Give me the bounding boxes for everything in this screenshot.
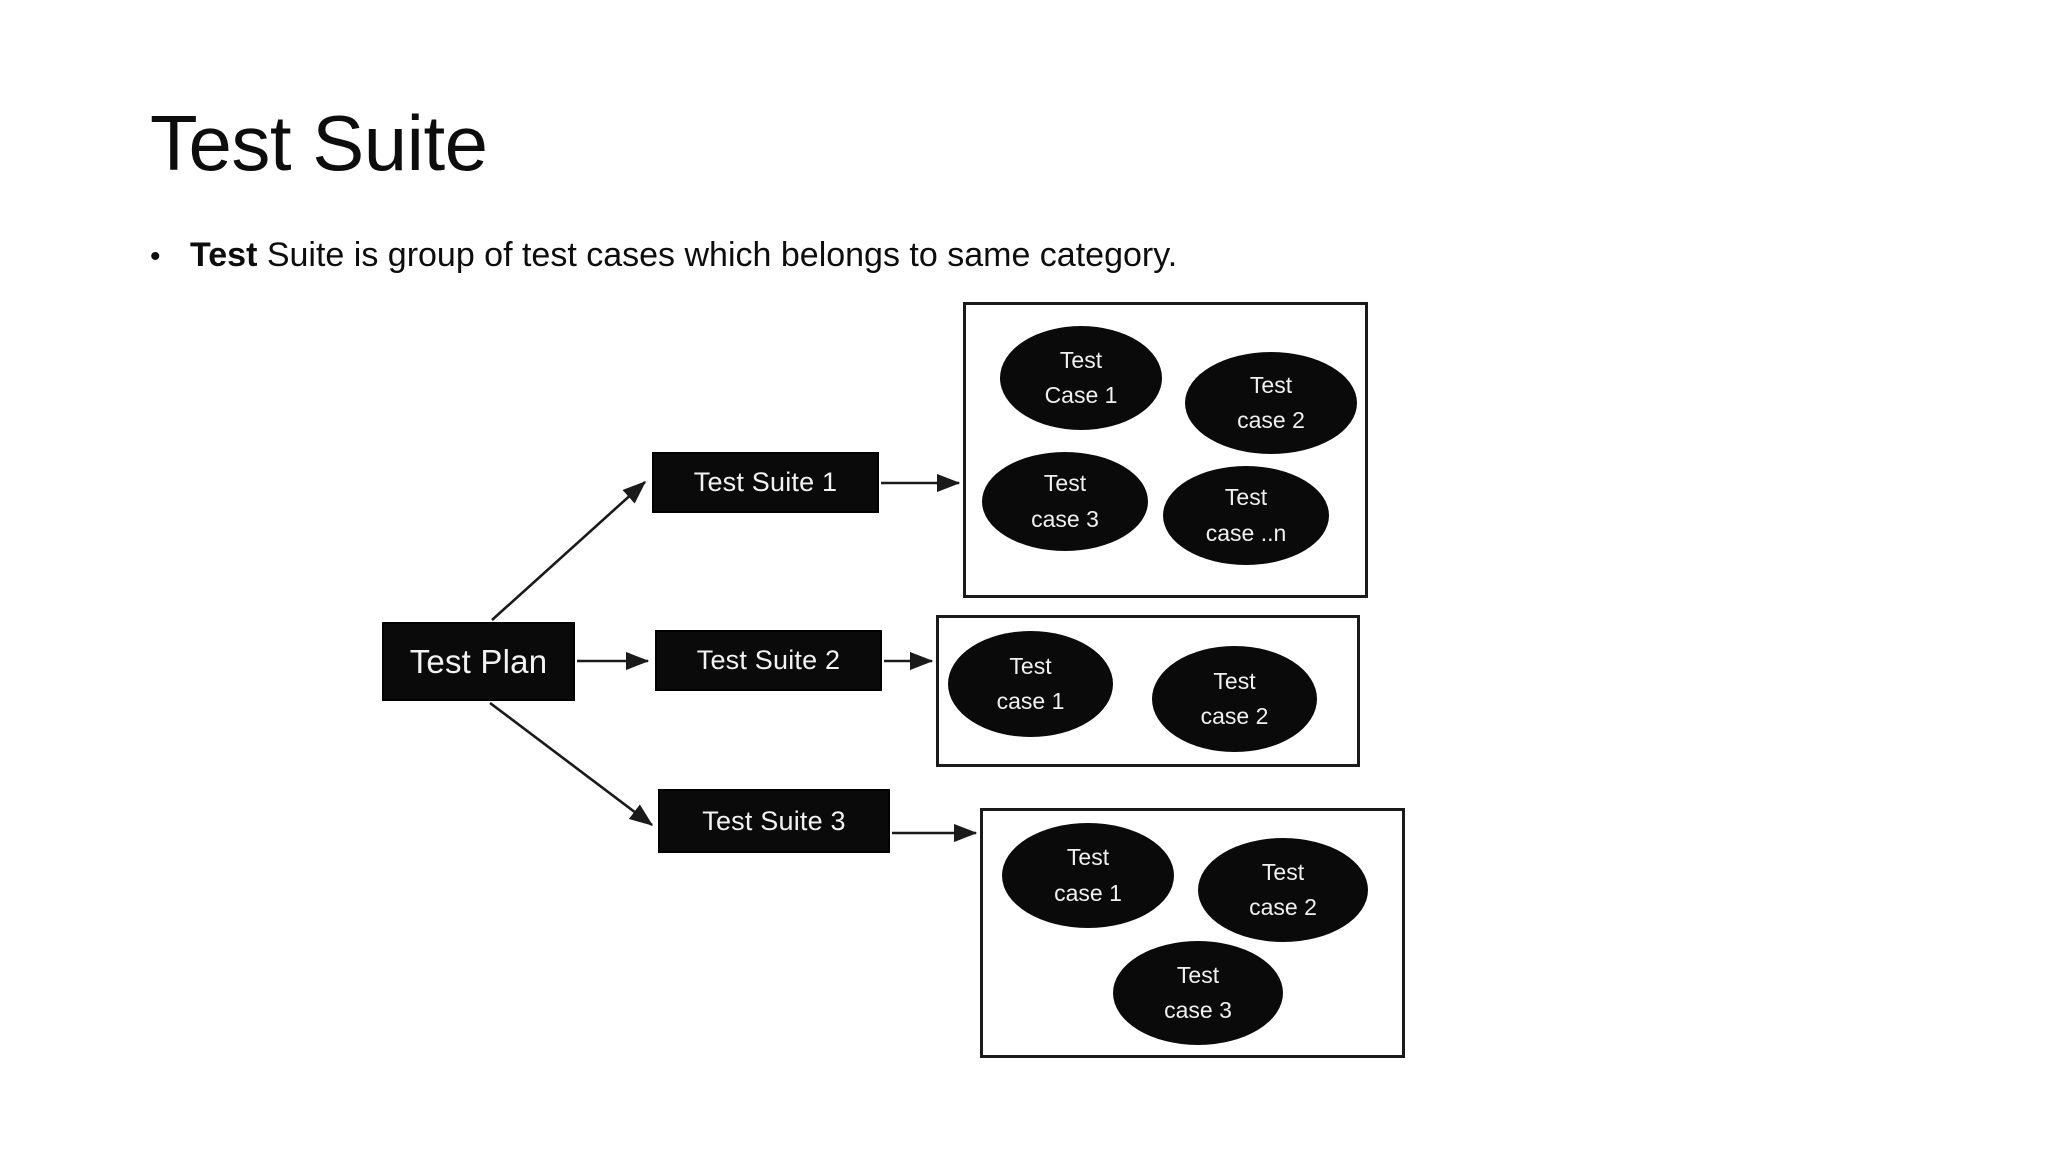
page-title: Test Suite bbox=[150, 99, 488, 187]
test-case-line2: case 1 bbox=[1054, 879, 1122, 906]
test-case-line1: Test bbox=[1059, 346, 1103, 373]
test-case-line2: case 2 bbox=[1237, 407, 1305, 433]
test-case-line1: Test bbox=[1224, 484, 1268, 511]
test-case-line2: case 3 bbox=[1031, 505, 1099, 532]
test-case-line2: Case 1 bbox=[1044, 382, 1118, 408]
test-case-line2: case 2 bbox=[1200, 703, 1269, 729]
test-case-line2: case 3 bbox=[1164, 997, 1232, 1023]
test-case-line2: case 2 bbox=[1249, 894, 1317, 920]
test-case-line1: Test bbox=[1176, 961, 1220, 988]
test-case-node[interactable]: Test case 2 bbox=[1152, 646, 1317, 752]
test-case-node[interactable]: Test case 3 bbox=[982, 452, 1148, 551]
connector-plan-to-suite3 bbox=[489, 701, 654, 827]
bullet-list-item: • Test Suite is group of test cases whic… bbox=[150, 236, 1178, 274]
test-case-node[interactable]: Test Case 1 bbox=[1000, 326, 1162, 430]
test-case-line1: Test bbox=[1249, 371, 1293, 398]
test-case-line2: case 1 bbox=[996, 688, 1065, 714]
test-case-node[interactable]: Test case 1 bbox=[948, 631, 1113, 737]
test-case-line2: case ..n bbox=[1205, 519, 1287, 546]
node-test-plan[interactable]: Test Plan bbox=[382, 622, 575, 701]
test-case-line1: Test bbox=[1043, 470, 1087, 497]
test-case-node[interactable]: Test case ..n bbox=[1163, 466, 1329, 565]
test-case-line1: Test bbox=[1009, 652, 1052, 679]
test-case-line1: Test bbox=[1261, 858, 1305, 885]
test-case-node[interactable]: Test case 2 bbox=[1198, 838, 1368, 942]
test-case-node[interactable]: Test case 1 bbox=[1002, 823, 1174, 928]
node-test-suite-3[interactable]: Test Suite 3 bbox=[658, 789, 890, 853]
node-test-suite-1[interactable]: Test Suite 1 bbox=[652, 452, 879, 513]
node-test-suite-2[interactable]: Test Suite 2 bbox=[655, 630, 882, 691]
bullet-text-regular: Suite is group of test cases which belon… bbox=[257, 236, 1178, 274]
test-case-node[interactable]: Test case 2 bbox=[1185, 352, 1357, 454]
test-case-line1: Test bbox=[1066, 844, 1110, 871]
bullet-text: Test Suite is group of test cases which … bbox=[190, 236, 1178, 274]
connector-plan-to-suite1 bbox=[491, 481, 646, 621]
test-case-line1: Test bbox=[1213, 667, 1256, 694]
test-case-node[interactable]: Test case 3 bbox=[1113, 941, 1283, 1045]
bullet-marker-icon: • bbox=[150, 240, 161, 273]
bullet-text-bold: Test bbox=[190, 236, 258, 274]
